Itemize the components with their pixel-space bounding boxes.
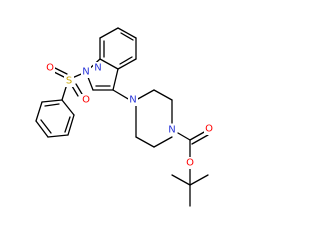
- atom-label: O: [186, 158, 194, 169]
- bond: [47, 134, 69, 138]
- bond: [120, 32, 134, 41]
- bond: [67, 114, 75, 136]
- bond: [64, 116, 71, 133]
- atom-label: N: [82, 67, 89, 78]
- bond: [153, 89, 173, 101]
- atom-label: O: [82, 95, 90, 106]
- bond: [112, 68, 119, 91]
- bond: [135, 136, 155, 148]
- atom-label: N: [94, 63, 101, 74]
- atom-o-sulfonyl-right: O: [81, 94, 91, 106]
- molecule-structure: N N S O O N N O O: [35, 27, 214, 207]
- bond: [117, 27, 137, 39]
- atom-s-sulfonyl: S: [64, 75, 74, 87]
- bond: [189, 130, 207, 141]
- atom-label: N: [129, 95, 136, 106]
- bond: [75, 83, 83, 95]
- bond: [119, 56, 133, 65]
- bond: [35, 101, 43, 122]
- bond: [61, 99, 75, 116]
- atom-o-ester: O: [185, 157, 195, 169]
- atom-n-pyridine: N: [93, 62, 103, 74]
- bond: [54, 67, 68, 75]
- bond: [44, 103, 60, 107]
- bond: [41, 99, 63, 103]
- atom-label: O: [205, 124, 213, 135]
- bond: [117, 58, 137, 70]
- bond: [171, 174, 191, 186]
- bond: [71, 85, 79, 97]
- atom-n-piperazine-top: N: [128, 94, 138, 106]
- bond: [35, 120, 49, 138]
- bond: [189, 174, 209, 186]
- bond: [112, 89, 131, 101]
- atom-o-carbonyl: O: [204, 123, 214, 135]
- atom-label: S: [66, 76, 72, 87]
- bond: [153, 136, 173, 148]
- atom-o-sulfonyl-left: O: [45, 62, 55, 74]
- bond: [177, 132, 191, 141]
- atom-label: O: [46, 63, 54, 74]
- bond: [135, 89, 155, 101]
- atom-label: N: [168, 125, 175, 136]
- bond: [40, 119, 52, 134]
- bond: [191, 134, 209, 145]
- bond: [99, 27, 119, 39]
- atom-n-piperazine-bottom: N: [167, 124, 177, 136]
- bond: [99, 58, 119, 70]
- atom-n-indole: N: [81, 66, 91, 78]
